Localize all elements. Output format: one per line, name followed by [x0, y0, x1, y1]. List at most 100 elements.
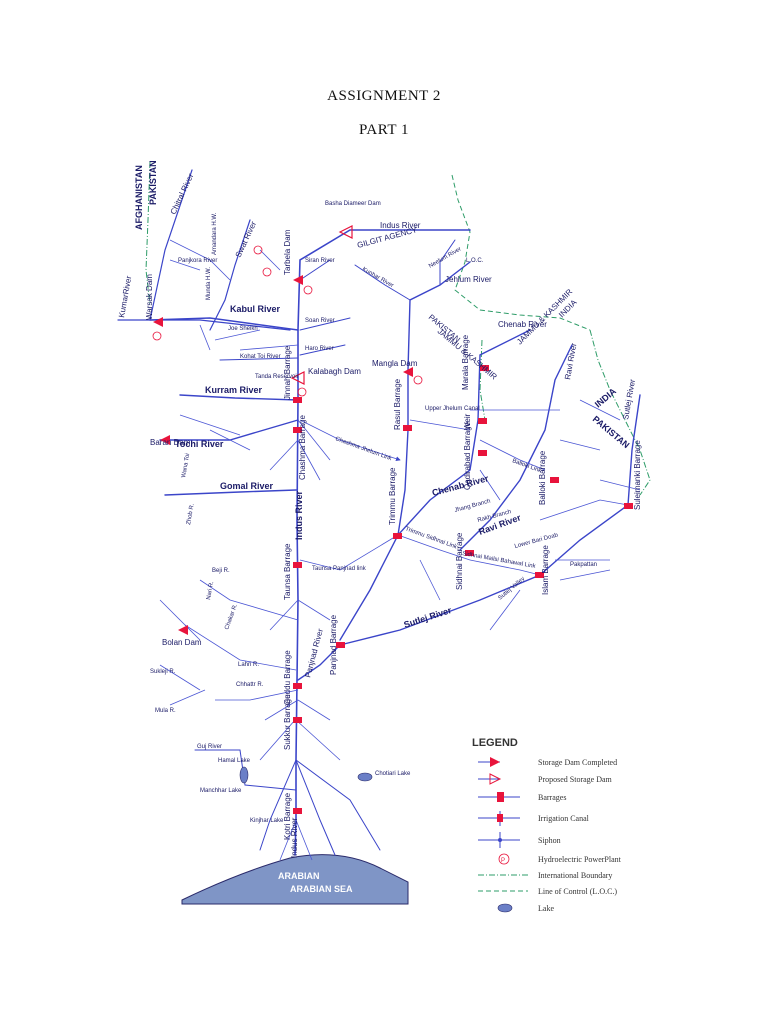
- nari-label: Nari R.: [206, 581, 215, 601]
- islam-barrage-marker: [535, 572, 544, 578]
- upper-jhelum-canal-label: Upper Jhelum Canal: [425, 406, 480, 412]
- legend-label-2: Barrages: [538, 793, 566, 802]
- kotri-barrage-label: Kotri Barrage: [283, 792, 292, 840]
- pakistan-nw-label: PAKISTAN: [148, 160, 158, 205]
- part-subtitle: PART 1: [358, 122, 410, 138]
- bolan-dam-marker: [178, 625, 188, 635]
- panjnad-barrage-marker: [336, 642, 345, 648]
- structure-labels: Basha Diameer Dam Tarbela Dam Warsak Dam…: [145, 201, 642, 840]
- chashma-barrage-marker: [293, 427, 302, 433]
- powerplants: [152, 245, 423, 397]
- sukkur-barrage-label: Sukkur Barrage: [283, 694, 292, 750]
- balloki-barrage-label: Balloki Barrage: [538, 450, 547, 505]
- baran-dam-marker: [160, 435, 170, 445]
- suleimanki-barrage-marker: [624, 503, 633, 509]
- kurram-river-label: Kurram River: [205, 385, 263, 395]
- soan-river-label: Soan River: [305, 318, 335, 324]
- panjnad-river-label: Panjnad River: [303, 627, 325, 678]
- haro-river-label: Haro River: [305, 346, 334, 352]
- lake-icon: [497, 903, 513, 913]
- hydroelectric-powerplant-icon: [498, 853, 510, 865]
- arabian-sea: [181, 854, 409, 905]
- proposed-storage-dam-icon: [489, 773, 502, 785]
- swat-river-label: Swat River: [234, 220, 259, 259]
- guddu-barrage-label: Guddu Barrage: [283, 650, 292, 705]
- chakar-label: Chakar R.: [224, 603, 239, 631]
- tanda-reservoir-label: Tanda Reservoir: [255, 374, 299, 380]
- tarbela-dam-marker: [293, 275, 303, 285]
- zhob-label: Zhob R.: [186, 503, 196, 525]
- legend-item-3: Irrigation Canal: [478, 811, 590, 826]
- jehlum-river-label: Jehlum River: [445, 275, 492, 284]
- bolan-dam-label: Bolan Dam: [162, 638, 202, 647]
- kunhar-river-label: Kunhar River: [361, 267, 394, 290]
- warsak-dam-label: Warsak Dam: [145, 274, 154, 320]
- storage-dams: [153, 225, 413, 635]
- jinnah-barrage-label: Jinnah Barrage: [283, 345, 292, 400]
- assignment-title: ASSIGNMENT 2: [327, 88, 441, 104]
- india-label: INDIA: [593, 386, 619, 410]
- weir-label: Weir: [463, 413, 472, 430]
- trimmu-barrage-label: Trimmu Barrage: [388, 467, 397, 525]
- legend-item-4: Siphon: [478, 832, 561, 848]
- guj-river-label: Guj River: [197, 744, 222, 750]
- storage-dam-completed-icon: [490, 757, 500, 767]
- weir-marker: [478, 418, 487, 424]
- joe-sheikh-label: Joe Sheikh: [228, 326, 258, 332]
- neelum-river-label: Neelum River: [428, 246, 462, 269]
- river-labels: Indus River Indus River Indus River Chit…: [117, 172, 637, 858]
- ravi-river-label-top: Ravi River: [563, 342, 578, 380]
- taunsa-panjnad-link-label: Taunsa Panjnad link: [312, 566, 367, 572]
- legend: LEGEND Storage Dam Completed Proposed St…: [472, 737, 622, 913]
- sea-label: ARABIAN SEA: [290, 884, 353, 894]
- marala-barrage-label: Marala Barrage: [461, 334, 470, 390]
- tarbela-dam-label: Tarbela Dam: [283, 229, 292, 275]
- sutlej-valley-label: Sutlej Valley: [497, 576, 526, 602]
- legend-item-6: International Boundary: [478, 871, 612, 880]
- kalabagh-dam-label: Kalabagh Dam: [308, 367, 361, 376]
- sutlej-river-label: Sutlej River: [403, 605, 454, 630]
- legend-label-4: Siphon: [538, 836, 561, 845]
- chenab-river-label-top: Chenab River: [498, 320, 547, 329]
- legend-item-0: Storage Dam Completed: [478, 757, 617, 767]
- taunsa-barrage-marker: [293, 562, 302, 568]
- panjkora-river-label: Panjkora River: [178, 258, 217, 264]
- indus-river-label-top: Indus River: [380, 221, 421, 230]
- baran-dam-label: Baran Dam: [150, 438, 191, 447]
- sutlej-river-label-top: Sutlej River: [621, 378, 637, 420]
- mula-label: Mula R.: [155, 708, 176, 714]
- sidhnai-barrage-marker: [465, 550, 474, 556]
- kumar-river-label: KumarRiver: [117, 275, 133, 318]
- chashma-jhelum-link-label: Chashma Jhelum Link: [334, 436, 393, 462]
- indus-river-label-low: Indus River: [290, 817, 299, 858]
- kalabagh-dam-marker: [290, 371, 305, 385]
- sidhnai-barrage-label: Sidhnai Barrage: [455, 532, 464, 590]
- sukkur-barrage-marker: [293, 717, 302, 723]
- siran-river-label: Siran River: [305, 258, 335, 264]
- arabian-label: ARABIAN: [278, 871, 320, 881]
- gomal-river-label: Gomal River: [220, 481, 274, 491]
- loc-label: L.O.C.: [466, 258, 484, 264]
- legend-item-1: Proposed Storage Dam: [478, 773, 613, 785]
- jinnah-barrage-marker: [293, 397, 302, 403]
- panjnad-barrage-label: Panjnad Barrage: [329, 614, 338, 675]
- suleimanki-barrage-label: Suleimanki Barrage: [633, 440, 642, 510]
- rasul-barrage-label: Rasul Barrage: [393, 378, 402, 430]
- trimmu-barrage-marker: [393, 533, 402, 539]
- balloki-barrage-marker: [550, 477, 559, 483]
- chitral-river-label: Chitral River: [169, 172, 196, 216]
- legend-title: LEGEND: [472, 737, 518, 749]
- jhang-branch-label: Jhang Branch: [454, 499, 491, 514]
- taunsa-barrage-label: Taunsa Barrage: [283, 543, 292, 600]
- legend-label-6: International Boundary: [538, 871, 612, 880]
- legend-label-7: Line of Control (L.O.C.): [538, 887, 617, 896]
- legend-item-7: Line of Control (L.O.C.): [478, 887, 617, 896]
- lakes: [239, 766, 373, 784]
- legend-label-8: Lake: [538, 904, 554, 913]
- barrage-icon: [497, 792, 504, 802]
- legend-label-0: Storage Dam Completed: [538, 758, 617, 767]
- tochi-river-label: Tochi River: [175, 439, 224, 449]
- mangla-dam-marker: [403, 367, 413, 377]
- beji-label: Beji R.: [212, 568, 230, 574]
- kohat-toi-label: Kohat Toi River: [240, 354, 281, 360]
